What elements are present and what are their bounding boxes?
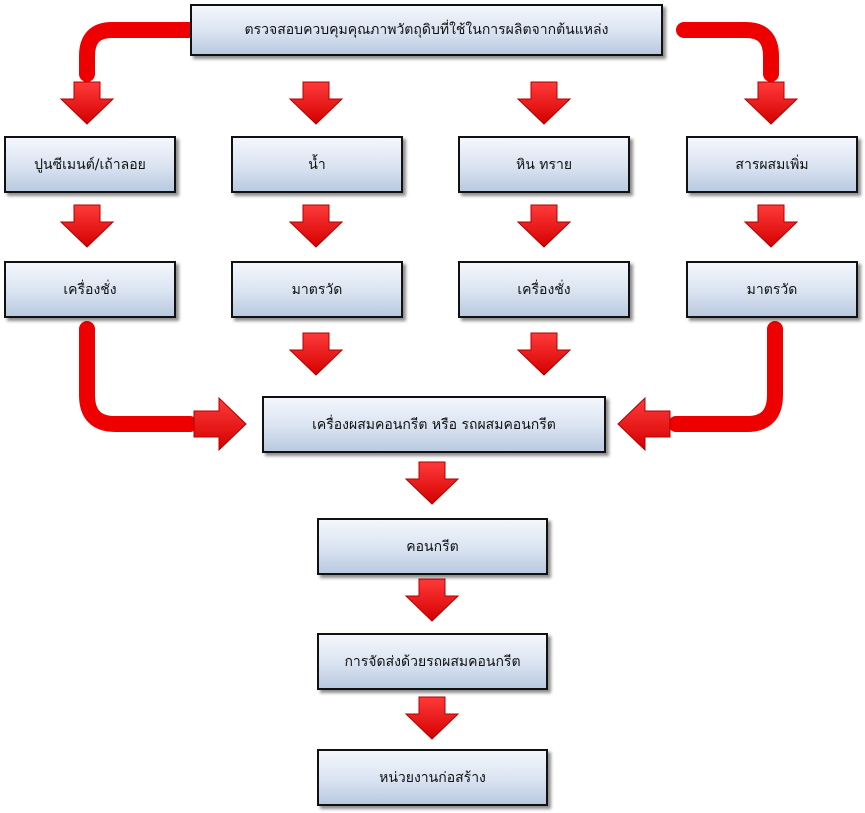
curve-left-bottom: [79, 321, 198, 432]
node-label: คอนกรีต: [406, 538, 459, 555]
node-label: หิน ทราย: [515, 156, 573, 173]
node-label: น้ำ: [308, 156, 326, 173]
node-delivery: การจัดส่งด้วยรถผสมคอนกรีต: [317, 633, 548, 690]
down-arrow-icon: [288, 332, 344, 376]
left-arrow-icon: [617, 396, 671, 452]
down-arrow-icon: [404, 578, 460, 622]
node-meter-water: มาตรวัด: [231, 261, 403, 318]
node-label: หน่วยงานก่อสร้าง: [379, 769, 486, 786]
node-label: มาตรวัด: [291, 281, 343, 298]
node-label: สารผสมเพิ่ม: [735, 156, 809, 173]
down-arrow-icon: [743, 204, 799, 248]
node-label: เครื่องผสมคอนกรีต หรือ รถผสมคอนกรีต: [312, 416, 556, 433]
curve-right-bottom: [668, 321, 783, 432]
down-arrow-icon: [404, 696, 460, 740]
node-label: เครื่องชั่ง: [517, 281, 571, 298]
node-meter-admixture: มาตรวัด: [686, 261, 858, 318]
node-scale-aggregate: เครื่องชั่ง: [458, 261, 630, 318]
down-arrow-icon: [404, 461, 460, 505]
down-arrow-icon: [743, 81, 799, 125]
down-arrow-icon: [59, 204, 115, 248]
node-water: น้ำ: [231, 136, 403, 193]
node-source-inspection: ตรวจสอบควบคุมคุณภาพวัตถุดิบที่ใช้ในการผล…: [190, 4, 663, 56]
curve-right-top: [676, 22, 779, 82]
node-admixture: สารผสมเพิ่ม: [686, 136, 858, 193]
down-arrow-icon: [288, 81, 344, 125]
node-label: ตรวจสอบควบคุมคุณภาพวัตถุดิบที่ใช้ในการผล…: [244, 22, 609, 38]
node-label: การจัดส่งด้วยรถผสมคอนกรีต: [344, 653, 521, 670]
node-label: เครื่องชั่ง: [63, 281, 117, 298]
node-label: มาตรวัด: [746, 281, 798, 298]
node-mixer: เครื่องผสมคอนกรีต หรือ รถผสมคอนกรีต: [262, 396, 606, 453]
node-rock-sand: หิน ทราย: [458, 136, 630, 193]
down-arrow-icon: [516, 204, 572, 248]
node-concrete: คอนกรีต: [317, 518, 548, 575]
down-arrow-icon: [288, 204, 344, 248]
right-arrow-icon: [193, 396, 247, 452]
curve-left-top: [79, 22, 198, 82]
node-scale-cement: เครื่องชั่ง: [4, 261, 176, 318]
down-arrow-icon: [59, 81, 115, 125]
node-cement: ปูนซีเมนต์/เถ้าลอย: [4, 136, 176, 193]
node-label: ปูนซีเมนต์/เถ้าลอย: [34, 156, 146, 173]
node-construction-site: หน่วยงานก่อสร้าง: [317, 749, 548, 806]
down-arrow-icon: [516, 81, 572, 125]
down-arrow-icon: [516, 332, 572, 376]
